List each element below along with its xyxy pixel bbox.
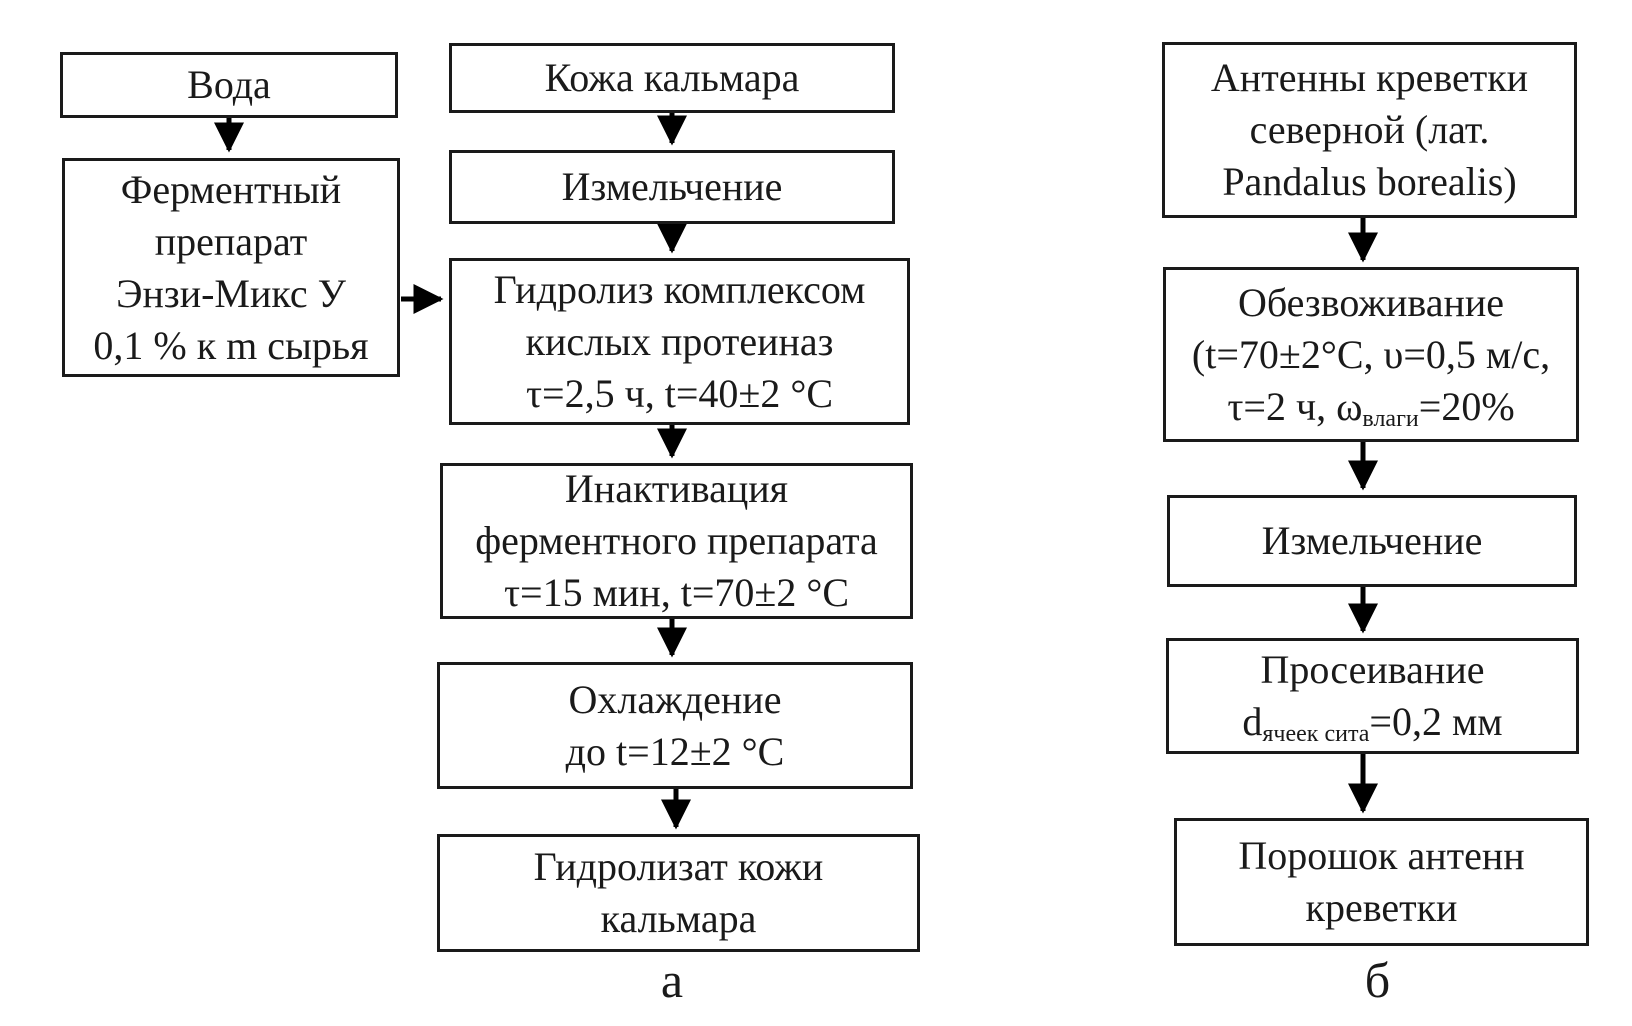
flowbox-shrimp-antennae: Антенны креветки северной (лат. Pandalus… [1162, 42, 1577, 218]
dehydration-omega-value: =20% [1418, 383, 1515, 429]
flowbox-grinding-a: Измельчение [449, 150, 895, 224]
sieving-d-prefix: d [1242, 699, 1263, 744]
flowbox-enzyme-line: Ферментный [120, 166, 342, 212]
flowbox-cooling-line: до t=12±2 °С [565, 728, 785, 774]
flowbox-squid-skin: Кожа кальмара [449, 43, 895, 113]
caption-scheme-b: б [1364, 952, 1391, 1008]
caption-scheme-a: а [660, 952, 684, 1008]
flowbox-enzyme-line: Энзи-Микс У [116, 270, 346, 316]
flowbox-hydrolysate: Гидролизат кожи кальмара [437, 834, 920, 952]
flowbox-water-text: Вода [187, 62, 271, 107]
flowbox-shrimp-antennae-line: северной (лат. [1249, 107, 1490, 152]
flowbox-water: Вода [60, 52, 398, 118]
flowbox-antennae-powder-line: креветки [1305, 885, 1458, 930]
flowbox-hydrolysis-line: Гидролиз комплексом [493, 266, 866, 312]
flowbox-hydrolysis-line: кислых протеиназ [525, 318, 834, 364]
flowbox-hydrolysis-line: τ=2,5 ч, t=40±2 °С [525, 370, 834, 416]
dehydration-omega-subscript: влаги [1362, 405, 1419, 432]
flowbox-cooling-line: Охлаждение [568, 676, 782, 722]
flowbox-dehydration-line: (t=70±2°С, υ=0,5 м/с, [1191, 331, 1551, 377]
flowbox-hydrolysis: Гидролиз комплексом кислых протеиназ τ=2… [449, 258, 910, 425]
flowbox-inactivation: Инактивация ферментного препарата τ=15 м… [440, 463, 913, 619]
flowbox-sieving-line: Просеивание [1260, 647, 1485, 692]
flowbox-inactivation-line: τ=15 мин, t=70±2 °С [503, 570, 850, 615]
flowbox-dehydration-line: τ=2 ч, ωвлаги=20% [1227, 381, 1514, 433]
flowbox-dehydration-line: Обезвоживание [1237, 279, 1505, 325]
flowbox-squid-skin-text: Кожа кальмара [544, 55, 800, 100]
flowbox-enzyme-line: препарат [154, 218, 308, 264]
flowbox-inactivation-line: ферментного препарата [475, 518, 878, 563]
flowbox-grinding-a-text: Измельчение [561, 164, 783, 209]
flowbox-antennae-powder-line: Порошок антенн [1238, 833, 1525, 878]
flowbox-inactivation-line: Инактивация [564, 466, 789, 511]
flowbox-enzyme-preparation: Ферментный препарат Энзи-Микс У 0,1 % к … [62, 158, 400, 377]
flowbox-antennae-powder: Порошок антенн креветки [1174, 818, 1589, 946]
dehydration-omega-prefix: τ=2 ч, ω [1227, 383, 1363, 429]
flowbox-hydrolysate-line: кальмара [600, 896, 757, 941]
flowbox-hydrolysate-line: Гидролизат кожи [533, 844, 824, 889]
flowbox-enzyme-line: 0,1 % к m сырья [93, 322, 369, 368]
flowbox-shrimp-antennae-line: Антенны креветки [1210, 55, 1529, 100]
flowbox-grinding-b-text: Измельчение [1261, 518, 1483, 563]
sieving-d-subscript: ячеек сита [1262, 721, 1370, 747]
flowbox-sieving: Просеивание dячеек сита=0,2 мм [1166, 638, 1579, 754]
flowbox-grinding-b: Измельчение [1167, 495, 1577, 587]
flowbox-dehydration: Обезвоживание (t=70±2°С, υ=0,5 м/с, τ=2 … [1163, 267, 1579, 442]
flowbox-cooling: Охлаждение до t=12±2 °С [437, 662, 913, 789]
flowbox-sieving-line: dячеек сита=0,2 мм [1242, 696, 1502, 748]
sieving-d-value: =0,2 мм [1369, 699, 1503, 744]
flowbox-shrimp-antennae-line: Pandalus borealis) [1222, 159, 1517, 204]
